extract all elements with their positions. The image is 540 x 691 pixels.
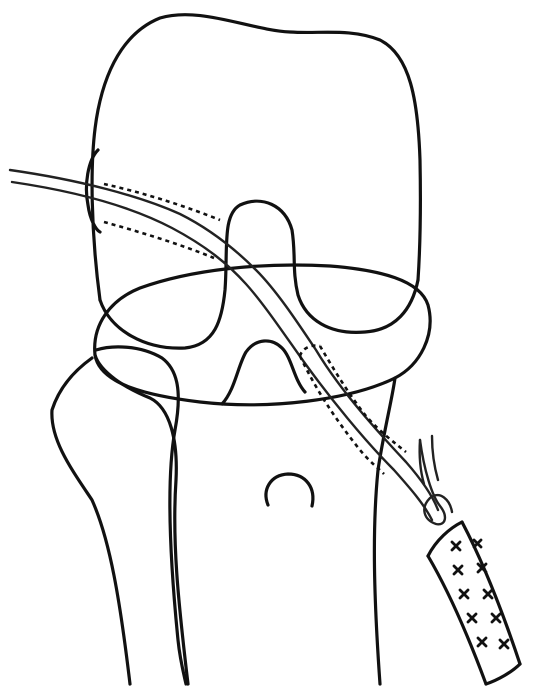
stitch-mark (468, 614, 476, 622)
femur-outline (92, 15, 420, 300)
tibia-right-edge (374, 378, 395, 684)
stitch-mark (454, 566, 462, 574)
stitch-mark (452, 542, 460, 550)
graft-strand-lower (12, 182, 432, 520)
fibula-outline (52, 358, 130, 684)
graft-tube-left (428, 556, 486, 684)
femoral-tunnel-bottom (104, 222, 214, 258)
tibia-left-edge (95, 355, 188, 684)
stitch-mark (478, 638, 486, 646)
graft-tube-tip (428, 522, 462, 556)
graft-loop (420, 440, 452, 524)
suture-tail-2 (432, 436, 438, 480)
stitch-mark (500, 640, 508, 648)
tibial-tubercle (266, 474, 313, 506)
stitch-mark (484, 590, 492, 598)
tibial-plateau (95, 265, 430, 405)
graft-tube-end (486, 664, 520, 684)
stitch-mark (474, 540, 481, 547)
femoral-tunnel-top (104, 184, 220, 220)
stitch-mark (460, 590, 468, 598)
tibial-spine (222, 341, 305, 404)
graft-strand-upper (10, 170, 438, 510)
stitch-mark (492, 614, 500, 622)
